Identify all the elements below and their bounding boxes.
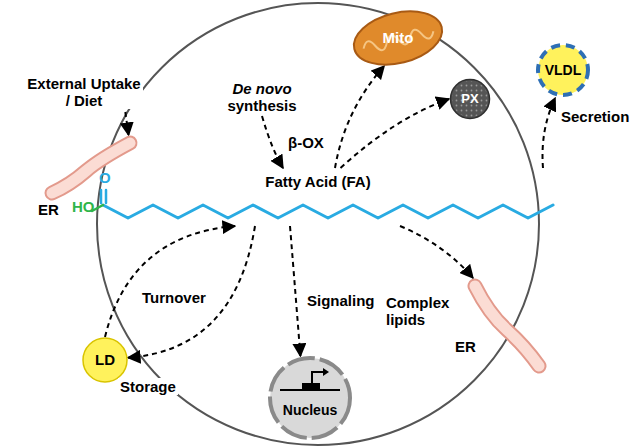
dashed-arrow [128, 226, 255, 358]
dashed-arrow [262, 116, 283, 168]
text-slot: ER [38, 201, 59, 218]
edge-label: Complex lipids [384, 294, 456, 329]
dashed-arrow [341, 99, 450, 168]
atom-label: HO [72, 198, 95, 215]
text-slot: ER [455, 338, 476, 355]
dashed-arrow [335, 66, 384, 168]
node-text: De novo [232, 80, 291, 97]
text-node: De novosynthesis [217, 78, 307, 116]
dashed-arrow [400, 226, 473, 278]
edge-label: Storage [118, 378, 178, 395]
node-text: Fatty Acid (FA) [68, 173, 568, 190]
node-text: ER [38, 201, 59, 218]
edge-label: Turnover [140, 289, 208, 306]
text-slot: Complex lipids [384, 294, 456, 329]
node-text: VLDL [545, 62, 582, 78]
mitochondrion: Mito [352, 10, 444, 66]
text-slot: β-OX [286, 134, 326, 152]
atom-label: O [99, 169, 111, 186]
nucleus: Nucleus [262, 356, 358, 440]
text-slot: O [99, 169, 111, 186]
lipid-droplet: LD [82, 337, 128, 383]
cell-membrane [97, 3, 539, 445]
er-organelle: ER [455, 278, 555, 396]
node-text: LD [95, 351, 115, 368]
vldl-particle: VLDL [535, 42, 591, 98]
text-slot: Turnover [140, 289, 208, 307]
node-text: External Uptake / Diet [25, 75, 143, 110]
dashed-arrow [125, 112, 128, 135]
fatty-acid: Fatty Acid (FA)OHO [68, 168, 568, 226]
edge-label: Signaling [305, 292, 377, 309]
edge-label: β-OX [286, 134, 326, 151]
node-text: ER [455, 338, 476, 355]
text-slot: Fatty Acid (FA) [68, 173, 568, 190]
node-text: Nucleus [262, 402, 358, 418]
dashed-arrow [105, 226, 235, 337]
edge-label: Secretion [559, 108, 631, 125]
text-slot: Signaling [305, 292, 377, 310]
text-slot: Nucleus [262, 402, 358, 418]
text-slot: Storage [118, 378, 178, 396]
node-text: PX [461, 92, 478, 107]
peroxisome: PX [449, 78, 491, 120]
text-slot: HO [72, 198, 95, 215]
er-organelle-shape [455, 278, 555, 396]
dashed-arrow [543, 98, 556, 168]
nucleus-shape [262, 356, 358, 440]
node-text: Mito [383, 29, 414, 46]
dashed-arrow [290, 226, 300, 356]
text-node: External Uptake / Diet [25, 72, 143, 112]
node-text: synthesis [227, 97, 296, 114]
text-slot: Secretion [559, 108, 631, 126]
